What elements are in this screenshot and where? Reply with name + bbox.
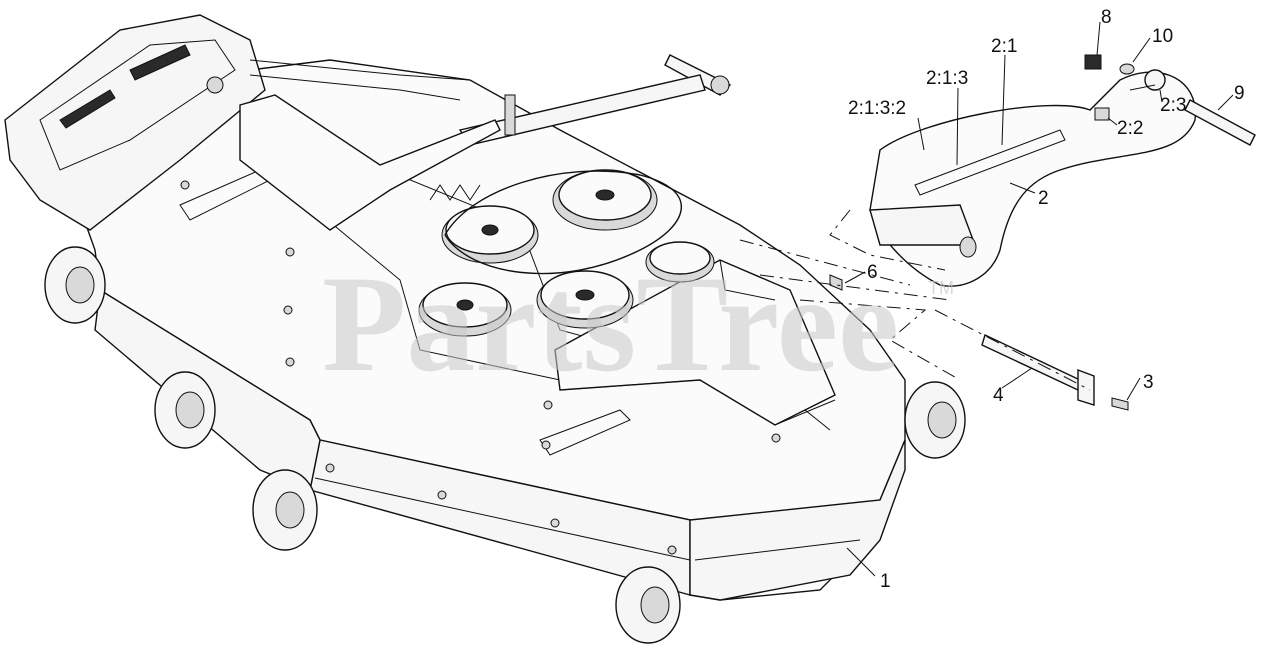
callout-2-1-3: 2:1:3 bbox=[926, 68, 968, 89]
callout-6: 6 bbox=[867, 262, 878, 283]
callout-4: 4 bbox=[993, 385, 1004, 406]
callout-8: 8 bbox=[1101, 7, 1112, 28]
callout-10: 10 bbox=[1152, 26, 1173, 47]
callout-3: 3 bbox=[1143, 372, 1154, 393]
deck-bolts bbox=[180, 180, 781, 555]
callout-2-2: 2:2 bbox=[1117, 118, 1143, 139]
leader-lines bbox=[844, 21, 1234, 577]
watermark: PartsTree bbox=[322, 247, 899, 400]
callout-labels: 1 2 2:1 2:1:3 2:1:3:2 2:2 2:3 3 4 6 8 9 … bbox=[848, 7, 1245, 592]
callout-1: 1 bbox=[880, 571, 891, 592]
engine-frame bbox=[4, 14, 732, 231]
callout-2: 2 bbox=[1038, 188, 1049, 209]
callout-2-1: 2:1 bbox=[991, 36, 1017, 57]
caster-wheels bbox=[44, 246, 966, 644]
belt-covers bbox=[239, 94, 836, 426]
callout-9: 9 bbox=[1234, 83, 1245, 104]
callout-2-3: 2:3 bbox=[1160, 95, 1186, 116]
pulleys bbox=[418, 169, 715, 337]
watermark-trademark: TM bbox=[928, 278, 954, 298]
discharge-assembly bbox=[739, 54, 1256, 411]
callout-2-1-3-2: 2:1:3:2 bbox=[848, 98, 906, 119]
